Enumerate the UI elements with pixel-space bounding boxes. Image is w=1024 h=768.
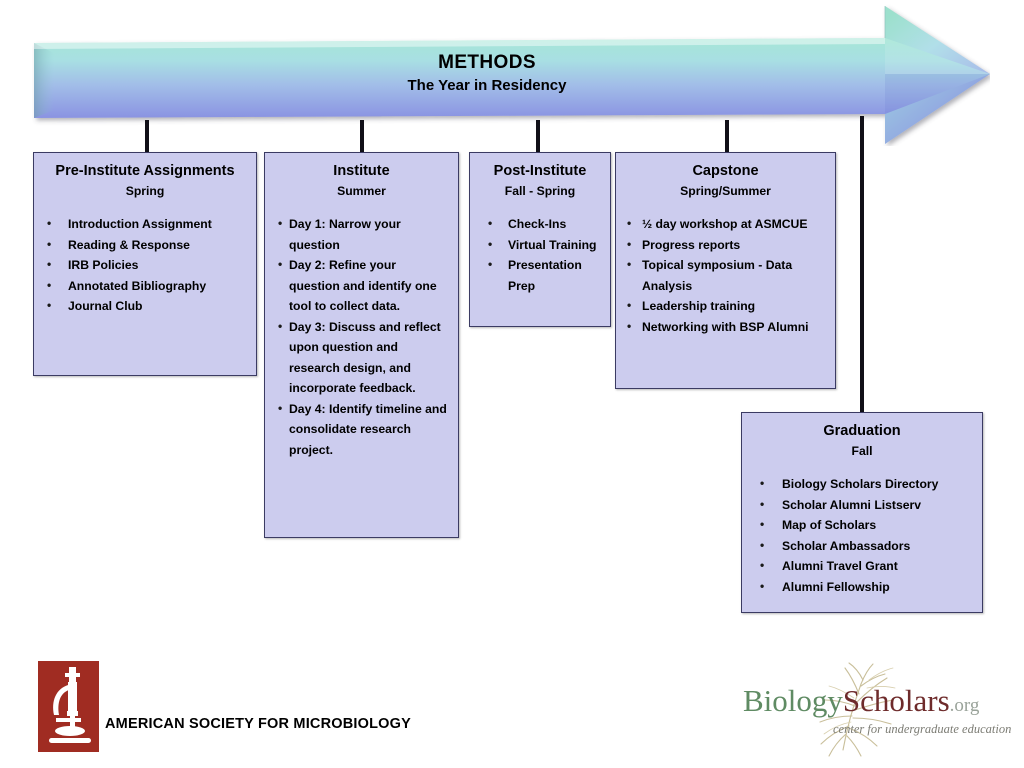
- arrow-shape-icon: [34, 6, 990, 144]
- phase-subtitle: Spring/Summer: [680, 184, 771, 198]
- list-item: Day 1: Narrow your question: [265, 213, 458, 255]
- phase-title: Graduation: [823, 423, 901, 439]
- connector-institute: [360, 120, 364, 153]
- list-item: Presentation Prep: [470, 254, 610, 296]
- wordmark-scholars: Scholars: [842, 683, 950, 718]
- phase-box-post-institute[interactable]: Post-Institute Fall - Spring Check-Ins V…: [469, 152, 611, 327]
- plant-sprig-icon: [819, 662, 896, 757]
- list-item: Check-Ins: [470, 213, 610, 235]
- list-item: Progress reports: [616, 234, 835, 256]
- connector-capstone: [725, 120, 729, 153]
- connector-pre-institute: [145, 120, 149, 153]
- wordmark-biology: Biology: [743, 683, 843, 718]
- wordmark-org: .org: [949, 695, 980, 716]
- phase-subtitle: Fall: [851, 444, 873, 458]
- phase-box-capstone[interactable]: Capstone Spring/Summer ½ day workshop at…: [615, 152, 836, 389]
- list-item: Scholar Ambassadors: [742, 535, 982, 557]
- phase-item-list: Biology Scholars Directory Scholar Alumn…: [742, 473, 982, 598]
- phase-subtitle: Spring: [125, 184, 165, 198]
- list-item: Day 2: Refine your question and identify…: [265, 254, 458, 317]
- list-item: Reading & Response: [34, 234, 256, 256]
- phase-item-list: Day 1: Narrow your question Day 2: Refin…: [265, 213, 458, 461]
- phase-box-graduation[interactable]: Graduation Fall Biology Scholars Directo…: [741, 412, 983, 613]
- phase-item-list: ½ day workshop at ASMCUE Progress report…: [616, 213, 835, 338]
- phase-title: Capstone: [692, 163, 759, 179]
- biology-scholars-wordmark: BiologyScholars.org: [743, 684, 979, 723]
- list-item: Map of Scholars: [742, 514, 982, 536]
- asm-logo-mark: [38, 661, 99, 752]
- phase-box-institute[interactable]: Institute Summer Day 1: Narrow your ques…: [264, 152, 459, 538]
- phase-subtitle: Summer: [337, 184, 386, 198]
- list-item: Journal Club: [34, 295, 256, 317]
- biology-scholars-logo: BiologyScholars.org center for undergrad…: [735, 662, 1011, 758]
- phase-subtitle: Fall - Spring: [504, 184, 576, 198]
- phase-title: Post-Institute: [493, 163, 587, 179]
- asm-logo-text: AMERICAN SOCIETY FOR MICROBIOLOGY: [105, 716, 412, 732]
- connector-graduation: [860, 116, 864, 413]
- phase-item-list: Check-Ins Virtual Training Presentation …: [470, 213, 610, 296]
- phase-item-list: Introduction Assignment Reading & Respon…: [34, 213, 256, 317]
- phase-title: Institute: [333, 163, 390, 179]
- phase-title: Pre-Institute Assignments: [55, 163, 235, 179]
- list-item: IRB Policies: [34, 254, 256, 276]
- biology-scholars-tagline: center for undergraduate education: [833, 722, 1012, 736]
- list-item: Day 3: Discuss and reflect upon question…: [265, 316, 458, 399]
- list-item: Alumni Fellowship: [742, 576, 982, 598]
- methods-banner-arrow: [32, 4, 990, 146]
- list-item: Topical symposium - Data Analysis: [616, 254, 835, 296]
- list-item: Day 4: Identify timeline and consolidate…: [265, 398, 458, 461]
- list-item: Introduction Assignment: [34, 213, 256, 235]
- list-item: Leadership training: [616, 295, 835, 317]
- list-item: Alumni Travel Grant: [742, 555, 982, 577]
- microscope-icon: [49, 667, 91, 743]
- list-item: Virtual Training: [470, 234, 610, 256]
- list-item: Networking with BSP Alumni: [616, 316, 835, 338]
- list-item: Biology Scholars Directory: [742, 473, 982, 495]
- connector-post-institute: [536, 120, 540, 153]
- list-item: Scholar Alumni Listserv: [742, 494, 982, 516]
- phase-box-pre-institute[interactable]: Pre-Institute Assignments Spring Introdu…: [33, 152, 257, 376]
- list-item: Annotated Bibliography: [34, 275, 256, 297]
- list-item: ½ day workshop at ASMCUE: [616, 213, 835, 235]
